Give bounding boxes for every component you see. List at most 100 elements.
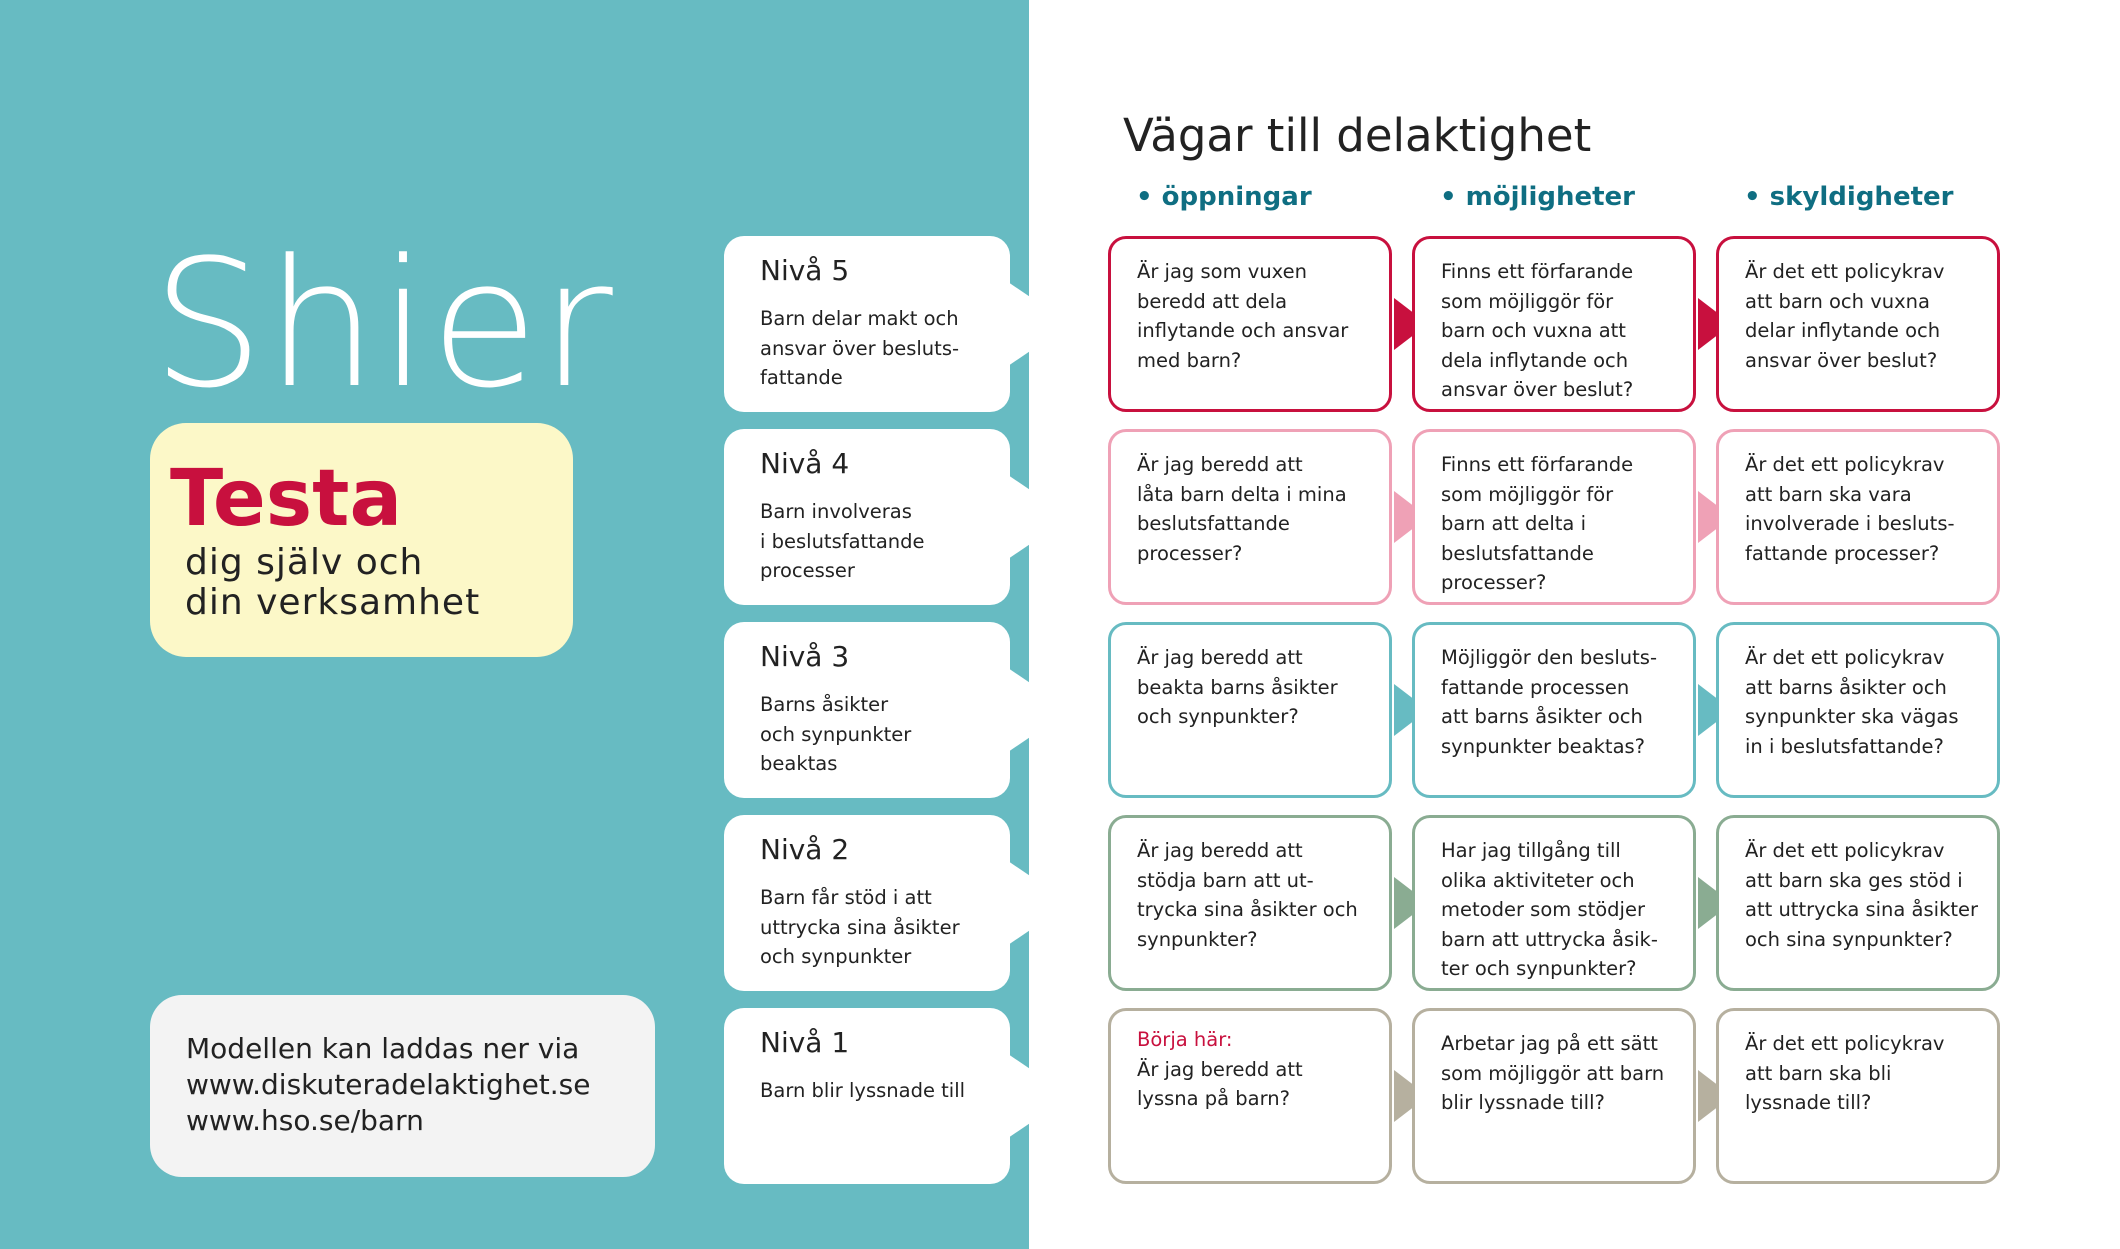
download-link[interactable]: www.hso.se/barn <box>186 1104 424 1137</box>
question-text: Är det ett policykrav att barn ska ges st… <box>1745 836 1995 954</box>
question-line: Har jag tillgång till <box>1441 839 1621 862</box>
level-description-line: Barn får stöd i att <box>760 886 932 909</box>
question-line: olika aktiviteter och <box>1441 868 1635 892</box>
level-description-line: processer <box>760 559 855 582</box>
download-intro: Modellen kan laddas ner via <box>186 1032 580 1065</box>
question-line: synpunkter beaktas? <box>1441 734 1646 758</box>
question-cell: Är det ett policykrav att barns åsikter o… <box>1716 622 2000 798</box>
level-description-line: i beslutsfattande <box>760 529 925 553</box>
question-line: att barn och vuxna <box>1745 289 1930 313</box>
test-subtitle-line: dig själv och <box>185 542 424 583</box>
question-line: ter och synpunkter? <box>1441 957 1637 980</box>
question-line: metoder som stödjer <box>1441 898 1645 921</box>
question-line: Är det ett policykrav <box>1745 260 1945 283</box>
question-line: barn och vuxna att <box>1441 319 1626 342</box>
question-line: att uttrycka sina åsikter <box>1745 898 1979 921</box>
level-arrow-icon <box>1008 282 1070 366</box>
download-text: Modellen kan laddas ner via www.diskuter… <box>186 1031 591 1139</box>
level-arrow-icon <box>1008 475 1070 559</box>
question-text: Är jag beredd att låta barn delta i mina b… <box>1137 450 1387 568</box>
question-text: Har jag tillgång till olika aktiviteter o… <box>1441 836 1691 984</box>
question-cell: Har jag tillgång till olika aktiviteter o… <box>1412 815 1696 991</box>
level-description-line: Barns åsikter <box>760 693 889 716</box>
question-line: barn att uttrycka åsik- <box>1441 927 1658 951</box>
question-line: Är det ett policykrav <box>1745 839 1945 862</box>
level-arrow-icon <box>1008 861 1070 945</box>
question-line: Är det ett policykrav <box>1745 646 1945 669</box>
question-line: ansvar över beslut? <box>1441 378 1634 401</box>
question-line: trycka sina åsikter och <box>1137 898 1358 921</box>
level-title: Nivå 2 <box>760 833 850 866</box>
level-description-line: ansvar över besluts- <box>760 336 960 360</box>
question-line: ansvar över beslut? <box>1745 348 1938 372</box>
question-line: processer? <box>1137 541 1243 565</box>
question-line: att barn ska bli <box>1745 1061 1892 1085</box>
question-line: Är det ett policykrav <box>1745 1032 1945 1055</box>
question-line: att barn ska vara <box>1745 482 1912 506</box>
question-line: Finns ett förfarande <box>1441 453 1634 476</box>
question-line: Är jag beredd att <box>1137 1057 1303 1081</box>
level-title: Nivå 3 <box>760 640 850 673</box>
question-line: Är jag beredd att <box>1137 646 1303 669</box>
question-line: Finns ett förfarande <box>1441 260 1634 283</box>
question-line: stödja barn att ut- <box>1137 868 1314 892</box>
question-text: Är det ett policykrav att barn ska vara in… <box>1745 450 1995 568</box>
question-line: att barns åsikter och <box>1441 705 1643 728</box>
question-line: Är jag som vuxen <box>1137 260 1307 283</box>
download-info-box: Modellen kan laddas ner via www.diskuter… <box>150 995 655 1177</box>
test-yourself-box: Testa dig själv och din verksamhet <box>150 423 573 657</box>
question-line: Möjliggör den besluts- <box>1441 646 1657 669</box>
question-cell: Är jag beredd att låta barn delta i mina b… <box>1108 429 1392 605</box>
level-description: Barn blir lyssnade till <box>760 1076 1000 1106</box>
question-line: att barn ska ges stöd i <box>1745 868 1963 892</box>
question-line: Är det ett policykrav <box>1745 453 1945 476</box>
question-line: beslutsfattande <box>1137 512 1290 535</box>
question-line: barn att delta i <box>1441 512 1587 535</box>
question-line: Är jag beredd att <box>1137 453 1303 476</box>
question-line: fattande processer? <box>1745 541 1940 565</box>
level-description-line: fattande <box>760 366 843 389</box>
brand-title: Shier <box>152 222 615 427</box>
question-line: låta barn delta i mina <box>1137 482 1347 506</box>
question-line: Arbetar jag på ett sätt <box>1441 1032 1658 1055</box>
level-description-line: uttrycka sina åsikter <box>760 915 960 939</box>
level-description-line: Barn involveras <box>760 500 912 523</box>
question-line: att barns åsikter och <box>1745 675 1947 699</box>
level-arrow-icon <box>1008 1054 1070 1138</box>
question-line: beslutsfattande <box>1441 541 1594 565</box>
question-line: involverade i besluts- <box>1745 512 1955 535</box>
column-heading-possibilities: • möjligheter <box>1440 182 1635 212</box>
question-line: beakta barns åsikter <box>1137 675 1338 699</box>
question-text: Möjliggör den besluts-fattande processen… <box>1441 643 1691 761</box>
question-line: in i beslutsfattande? <box>1745 734 1944 758</box>
level-title: Nivå 4 <box>760 447 850 480</box>
level-title: Nivå 5 <box>760 254 850 287</box>
question-text: Är det ett policykrav att barns åsikter o… <box>1745 643 1995 761</box>
question-line: blir lyssnade till? <box>1441 1091 1605 1114</box>
test-subtitle-line: din verksamhet <box>185 582 481 623</box>
question-line: synpunkter? <box>1137 927 1258 951</box>
question-line: beredd att dela <box>1137 289 1288 313</box>
question-cell: Möjliggör den besluts-fattande processen… <box>1412 622 1696 798</box>
question-line: dela inflytande och <box>1441 348 1629 372</box>
level-card: Nivå 4 Barn involveras i beslutsfattande pr… <box>724 429 1010 605</box>
download-link[interactable]: www.diskuteradelaktighet.se <box>186 1068 591 1101</box>
level-description: Barn får stöd i att uttrycka sina åsikter… <box>760 883 1000 972</box>
level-description-line: Barn blir lyssnade till <box>760 1079 966 1102</box>
